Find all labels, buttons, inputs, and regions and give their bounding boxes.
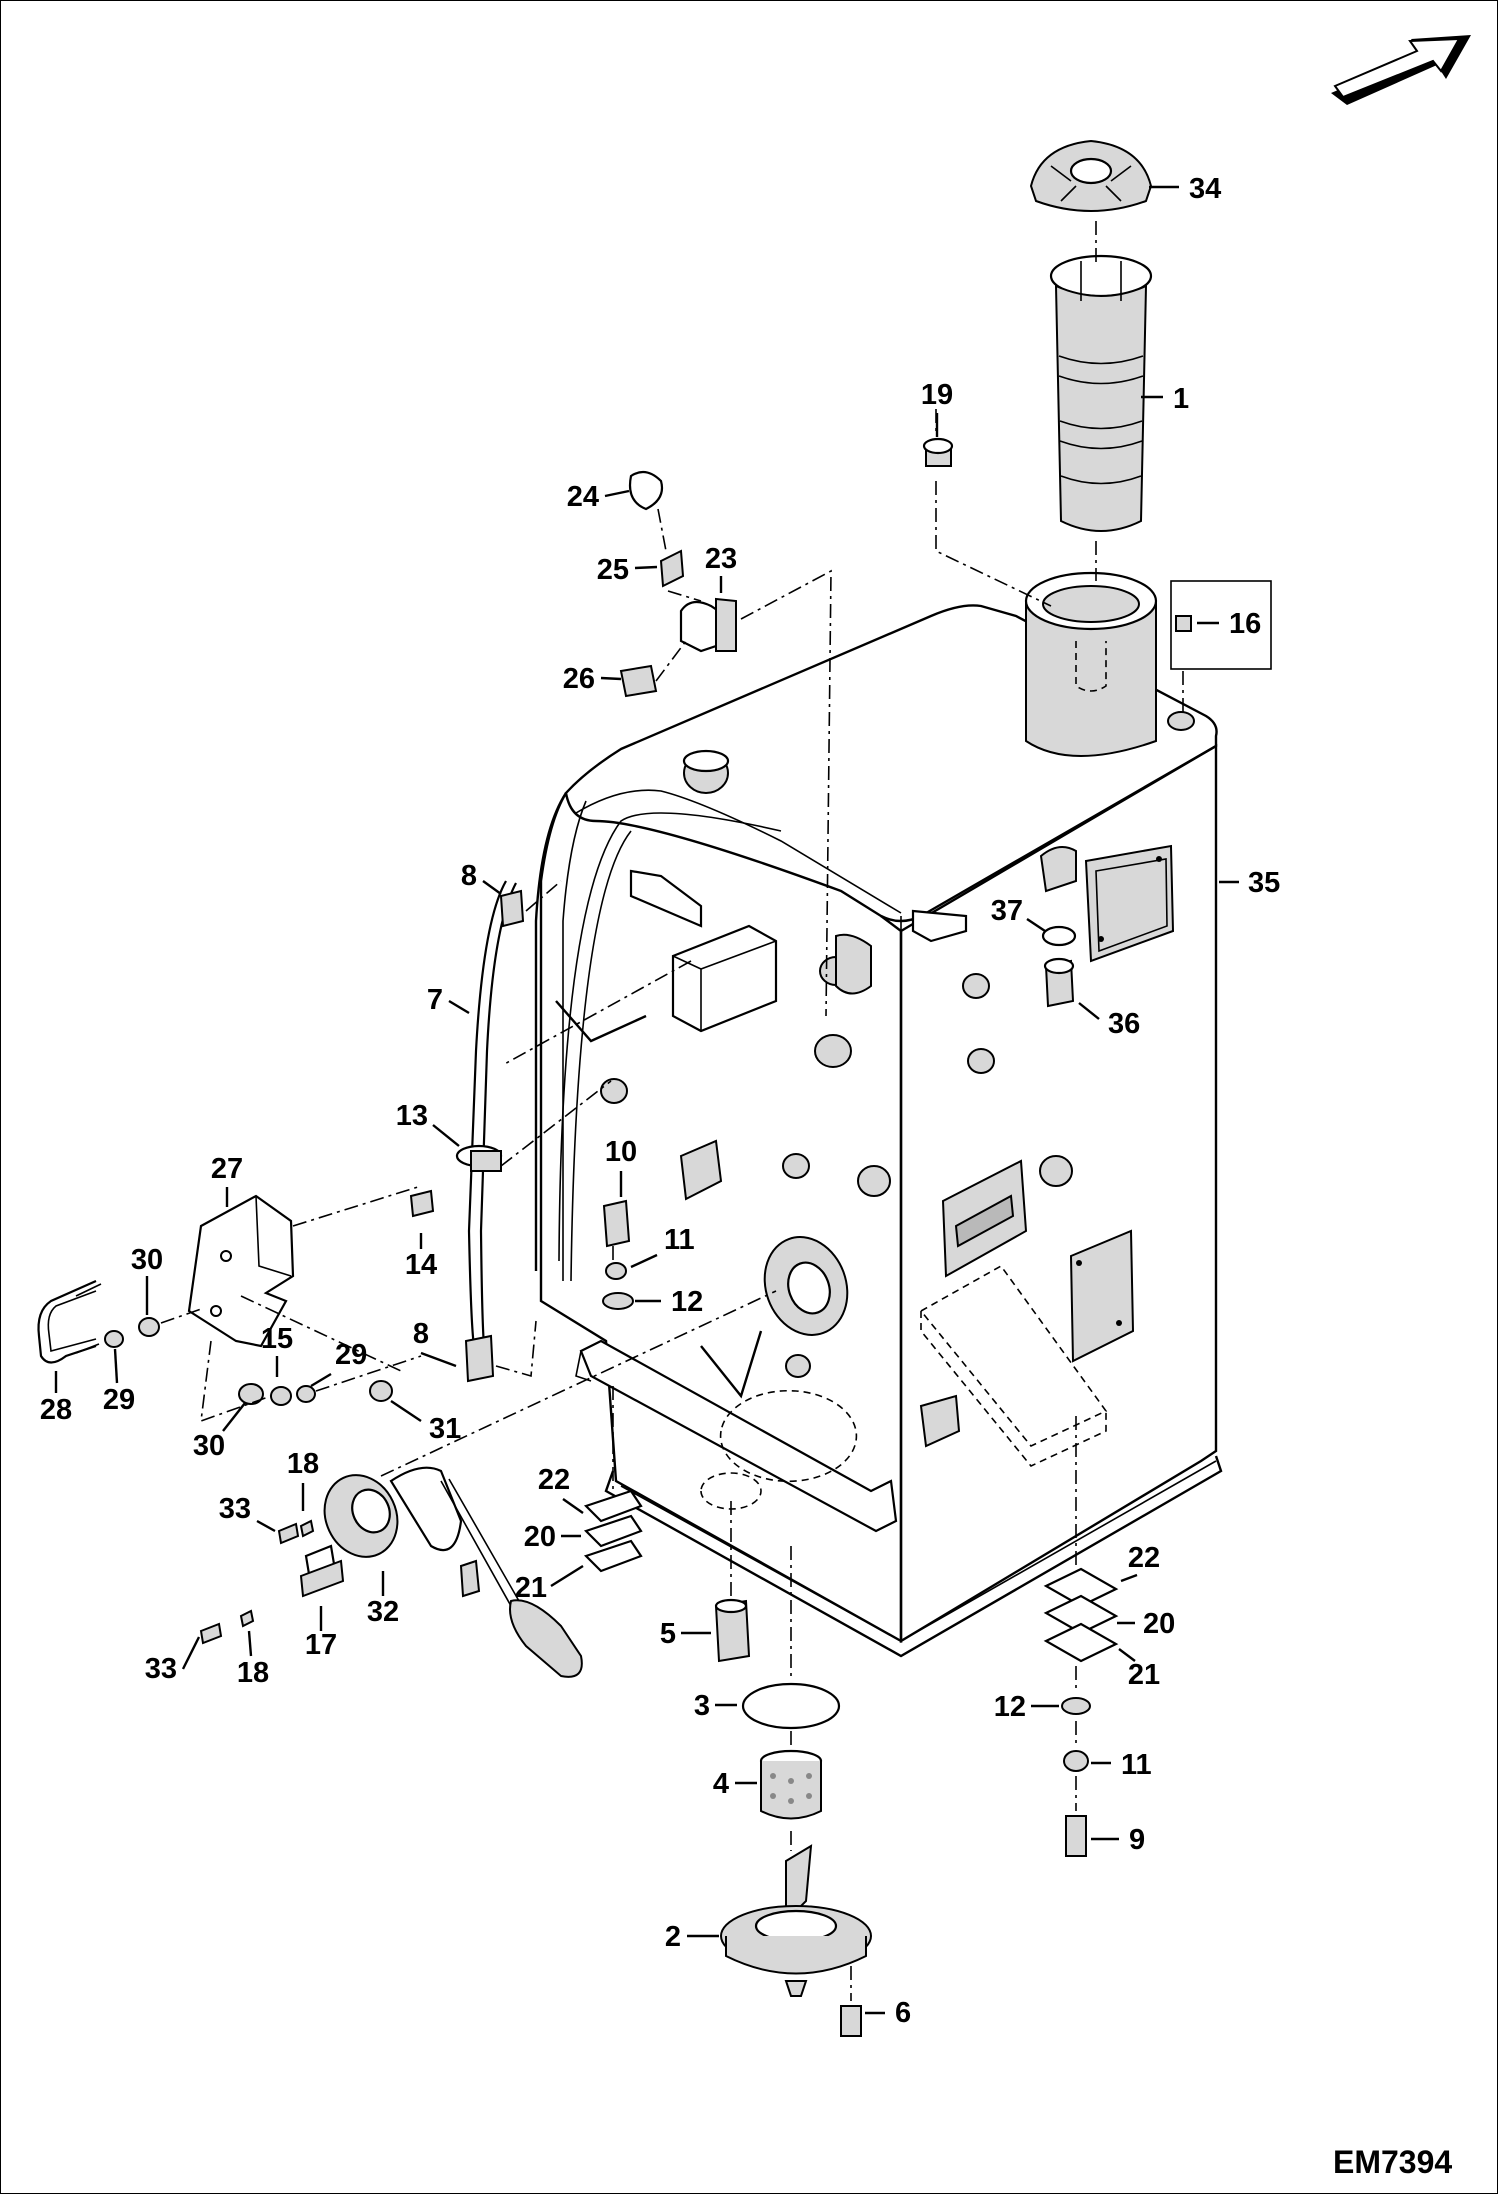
callout-label-c29b: 29	[103, 1384, 135, 1416]
breather-plug	[922, 437, 954, 467]
callout-leader-c21a	[550, 1564, 584, 1588]
callout-label-c24: 24	[567, 481, 599, 513]
callout-label-c30a: 30	[131, 1244, 163, 1276]
level-sender	[299, 1466, 583, 1678]
callout-label-c8b: 8	[413, 1318, 429, 1350]
callout-label-c33a: 33	[219, 1493, 251, 1525]
callout-label-c15: 15	[261, 1323, 293, 1355]
callout-label-c21a: 21	[515, 1572, 547, 1604]
callout-label-c37: 37	[991, 895, 1023, 927]
callout-label-c11b: 11	[1121, 1749, 1152, 1781]
reference-code: EM7394	[1333, 2144, 1452, 2180]
plug-16	[1175, 615, 1192, 632]
callout-label-c4: 4	[713, 1768, 729, 1800]
callout-label-c19: 19	[921, 379, 953, 411]
callout-label-c10: 10	[605, 1136, 637, 1168]
callout-leader-c18b	[247, 1630, 253, 1657]
callout-leader-c26	[600, 676, 622, 681]
callout-label-c5: 5	[660, 1618, 676, 1650]
callout-leader-c13	[432, 1124, 460, 1147]
screws-33-18	[199, 1519, 315, 1645]
callout-label-c2: 2	[665, 1921, 681, 1953]
callout-label-c36: 36	[1108, 1008, 1140, 1040]
callout-leader-c8a	[482, 880, 502, 895]
callout-leader-c8b	[420, 1351, 457, 1368]
plug-36	[1043, 957, 1075, 1008]
detail-box	[1170, 580, 1272, 670]
nuts-washers	[104, 1317, 393, 1406]
callout-label-c17: 17	[305, 1629, 337, 1661]
callout-leader-c31	[390, 1400, 422, 1422]
level-sensor	[619, 470, 737, 698]
callout-leader-c30b	[222, 1402, 246, 1432]
callout-leader-c33b	[181, 1636, 201, 1670]
filter-element	[759, 1749, 823, 1820]
shim-stack-right	[1043, 1567, 1119, 1663]
callout-label-c18b: 18	[237, 1657, 269, 1689]
callout-label-c3: 3	[694, 1690, 710, 1722]
callout-label-c26: 26	[563, 663, 595, 695]
callout-label-c21b: 21	[1128, 1659, 1160, 1691]
callout-label-c18a: 18	[287, 1448, 319, 1480]
callout-leader-c29b	[113, 1348, 119, 1384]
callout-leader-c37	[1026, 918, 1046, 932]
callout-leader-c7	[448, 999, 470, 1015]
bolt-6	[840, 2005, 862, 2037]
callout-label-c29a: 29	[335, 1339, 367, 1371]
callout-label-c9: 9	[1129, 1824, 1145, 1856]
callout-label-c20b: 20	[1143, 1608, 1175, 1640]
callout-label-c35: 35	[1248, 867, 1280, 899]
callout-label-c31: 31	[429, 1413, 461, 1445]
callout-label-c11a: 11	[664, 1224, 695, 1256]
callout-label-c16: 16	[1229, 608, 1261, 640]
callout-label-c28: 28	[40, 1394, 72, 1426]
o-ring-37	[1041, 925, 1077, 947]
filler-cap	[1029, 139, 1153, 212]
callout-label-c23: 23	[705, 543, 737, 575]
callout-leader-c36	[1078, 1002, 1100, 1020]
callout-label-c33b: 33	[145, 1653, 177, 1685]
callout-label-c34: 34	[1189, 173, 1221, 205]
callout-label-c13: 13	[396, 1100, 428, 1132]
hydraulic-tank	[534, 571, 1223, 1658]
u-bolt	[37, 1279, 102, 1364]
callout-label-c27: 27	[211, 1153, 243, 1185]
bolt-10-nut-washer	[602, 1199, 634, 1310]
filter-cover	[720, 1844, 872, 1997]
callout-leader-c33a	[256, 1519, 276, 1533]
callout-label-c1: 1	[1173, 383, 1189, 415]
callout-label-c12a: 12	[671, 1286, 703, 1318]
shim-stack-left	[583, 1489, 643, 1573]
suction-fitting	[714, 1598, 751, 1663]
front-arrow-icon: FRONT	[1331, 35, 1471, 105]
callout-label-c12b: 12	[994, 1691, 1026, 1723]
callout-label-c20a: 20	[524, 1521, 556, 1553]
callout-leader-c29a	[310, 1372, 332, 1388]
callout-leader-c22b	[1120, 1573, 1138, 1583]
nut-11	[1063, 1750, 1089, 1772]
washer-12	[1061, 1697, 1091, 1715]
callout-leader-c11a	[630, 1253, 658, 1269]
strainer	[1049, 254, 1153, 532]
callout-label-c22b: 22	[1128, 1542, 1160, 1574]
callout-label-c14: 14	[405, 1249, 437, 1281]
callout-label-c32: 32	[367, 1596, 399, 1628]
callout-label-c7: 7	[427, 984, 443, 1016]
bolt-9	[1065, 1815, 1087, 1857]
callout-label-c25: 25	[597, 554, 629, 586]
callout-leader-c24	[604, 489, 630, 498]
callout-leader-c25	[634, 565, 658, 570]
o-ring-3	[741, 1682, 841, 1730]
callout-label-c8a: 8	[461, 860, 477, 892]
callout-label-c6: 6	[895, 1997, 911, 2029]
callout-label-c22a: 22	[538, 1464, 570, 1496]
callout-label-c30b: 30	[193, 1430, 225, 1462]
callout-leader-c21b	[1118, 1648, 1136, 1662]
level-tube	[409, 880, 525, 1383]
callout-leader-c22a	[562, 1498, 584, 1514]
